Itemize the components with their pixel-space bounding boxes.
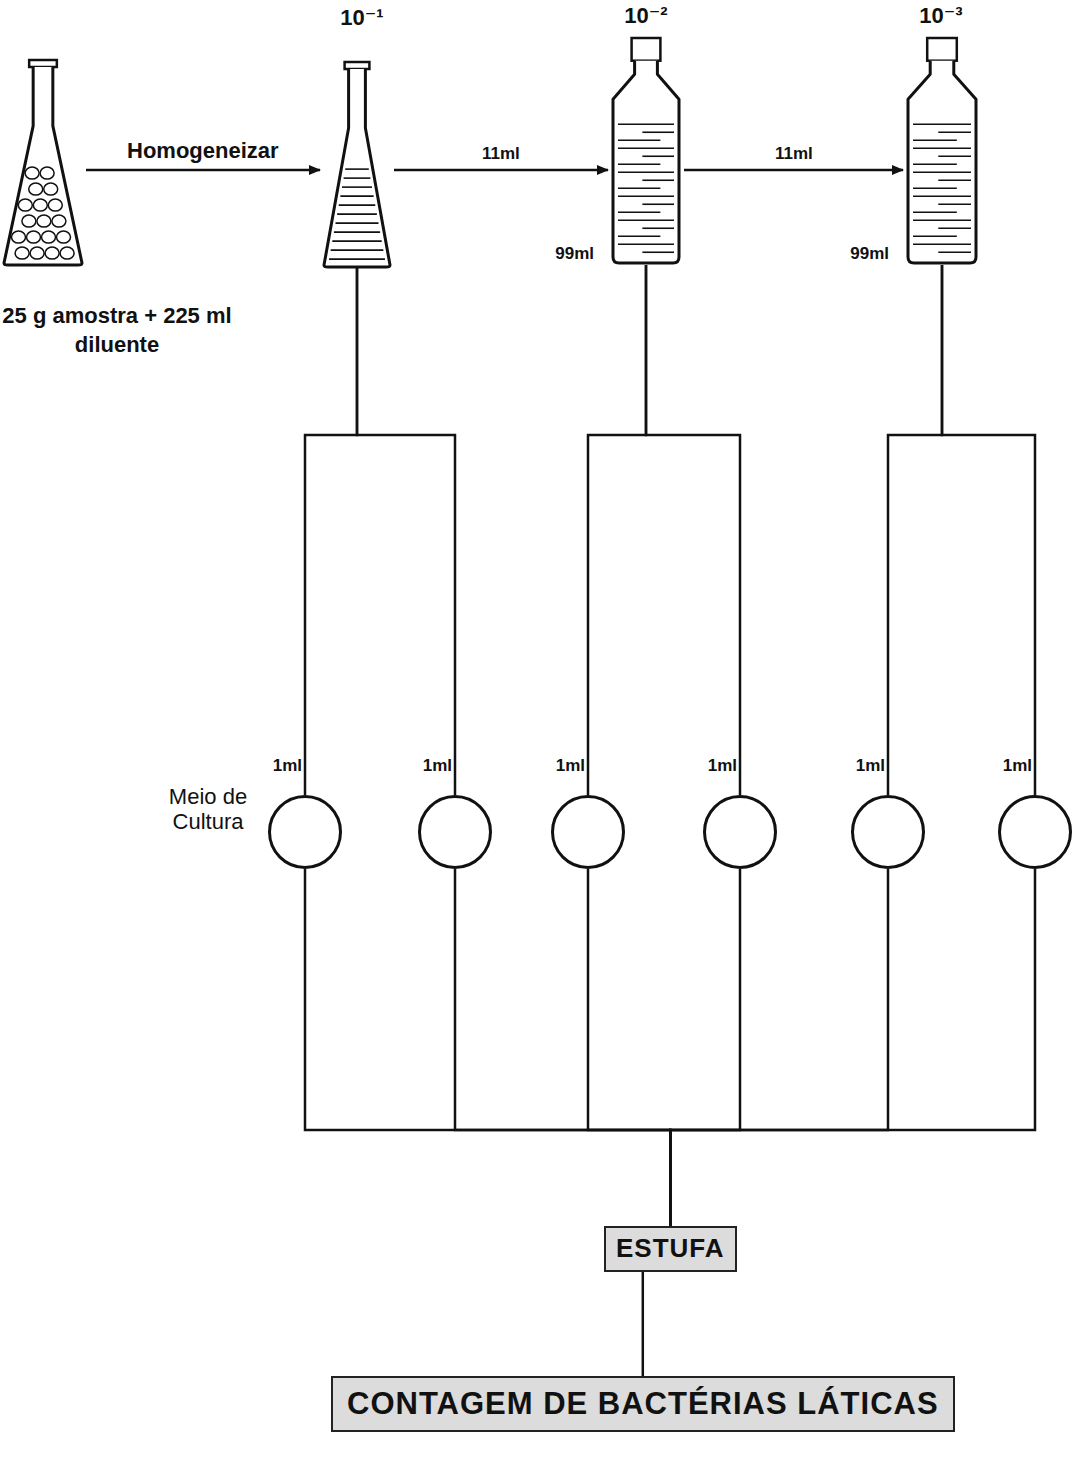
medium-label: Meio de Cultura: [166, 784, 250, 835]
connector: [357, 268, 455, 795]
connector: [670, 869, 1035, 1226]
dilution-label: 10⁻³: [891, 2, 991, 31]
edge-label: 11ml: [775, 144, 813, 164]
sample-label: 25 g amostra + 225 ml diluente: [2, 302, 232, 359]
box-title: ESTUFA: [616, 1232, 725, 1266]
connector: [670, 869, 888, 1226]
bottle-outline: [905, 38, 979, 265]
connector: [305, 869, 670, 1226]
circle-outline: [418, 795, 492, 869]
connector: [888, 265, 942, 795]
dilution-bottle: 10⁻³99ml: [905, 38, 979, 265]
connector: [646, 265, 740, 795]
culture-plate: 1ml: [851, 795, 925, 869]
dilution-label: 10⁻²: [596, 2, 696, 31]
volume-label: 1ml: [423, 755, 452, 777]
volume-label: 99ml: [827, 243, 889, 265]
culture-plate: 1ml: [703, 795, 777, 869]
edge-label: 11ml: [482, 144, 520, 164]
box-title: CONTAGEM DE BACTÉRIAS LÁTICAS: [347, 1384, 939, 1424]
circle-outline: [998, 795, 1072, 869]
sample-outline: [2, 60, 84, 266]
flask: 10⁻¹: [322, 62, 392, 268]
circle-outline: [551, 795, 625, 869]
flask-outline: [322, 62, 392, 268]
circle-outline: [703, 795, 777, 869]
culture-plate: 1ml: [551, 795, 625, 869]
connector: [670, 869, 740, 1226]
bottle-outline: [610, 38, 682, 265]
volume-label: 1ml: [273, 755, 302, 777]
culture-plate: 1ml: [998, 795, 1072, 869]
dilution-bottle: 10⁻²99ml: [610, 38, 682, 265]
connector: [684, 169, 903, 172]
volume-label: 1ml: [708, 755, 737, 777]
connector: [942, 265, 1035, 795]
connector: [394, 169, 608, 172]
process-box: ESTUFA: [604, 1226, 737, 1272]
dilution-label: 10⁻¹: [312, 4, 412, 33]
connector: [455, 869, 670, 1226]
connector: [588, 265, 646, 795]
culture-plate: 1ml: [418, 795, 492, 869]
connector: [642, 1272, 645, 1376]
culture-plate: 1ml: [268, 795, 342, 869]
volume-label: 99ml: [532, 243, 594, 265]
edge-label: Homogeneizar: [127, 138, 279, 164]
process-box: CONTAGEM DE BACTÉRIAS LÁTICAS: [331, 1376, 955, 1432]
volume-label: 1ml: [856, 755, 885, 777]
volume-label: 1ml: [1003, 755, 1032, 777]
connector: [588, 869, 670, 1226]
circle-outline: [851, 795, 925, 869]
connector: [86, 169, 320, 172]
circle-outline: [268, 795, 342, 869]
connector: [305, 268, 357, 795]
volume-label: 1ml: [556, 755, 585, 777]
flask: 25 g amostra + 225 ml diluente: [2, 60, 84, 266]
